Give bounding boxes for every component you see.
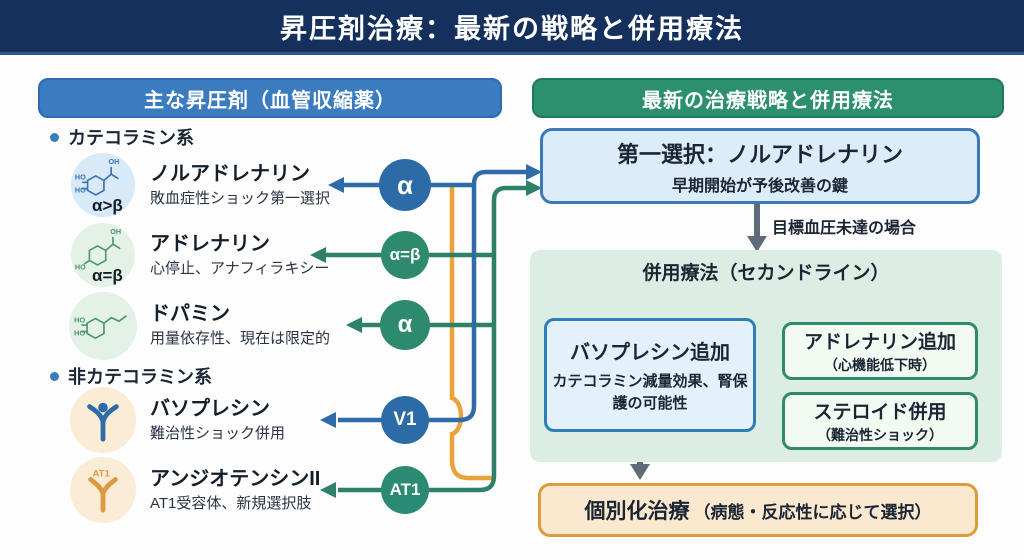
receptor-badge-alpha-dopamine: α: [380, 300, 430, 350]
condition-label: 目標血圧未達の場合: [772, 220, 917, 237]
vasopressin-receptor-badge: [70, 387, 136, 453]
left-panel-header: 主な昇圧剤（血管収縮薬）: [38, 78, 502, 118]
arrowhead-dopamine: [346, 317, 362, 333]
left-panel-header-label: 主な昇圧剤（血管収縮薬）: [144, 89, 396, 112]
vasopressin-add-box: バソプレシン追加 カテコラミン減量効果、腎保護の可能性: [544, 318, 756, 432]
vasopressin-add-desc: カテコラミン減量効果、腎保護の可能性: [552, 372, 748, 412]
group-non-catecholamine-label: 非カテコラミン系: [68, 367, 212, 387]
right-panel-header: 最新の治療戦略と併用療法: [532, 78, 1004, 118]
arrowhead-noradrenaline: [328, 177, 344, 193]
drug-name-adrenaline: アドレナリン: [150, 233, 270, 255]
chem-label-ho: HO: [75, 173, 86, 182]
arrowhead-vasopressin: [320, 412, 336, 428]
dopamine-structure-badge: HO HO: [69, 292, 137, 360]
dopamine-structure-icon: HO HO: [74, 315, 127, 340]
first-choice-subtitle: 早期開始が予後改善の鍵: [671, 177, 848, 195]
chem-label-ho: HO: [75, 263, 86, 272]
group-catecholamine: カテコラミン系: [50, 124, 194, 150]
angiotensin-receptor-badge: AT1: [70, 457, 136, 523]
group-catecholamine-label: カテコラミン系: [68, 128, 194, 148]
receptor-badge-alpha: α: [379, 159, 431, 211]
individualized-box: 個別化治療 （病態・反応性に応じて選択）: [538, 483, 978, 537]
drug-name-dopamine: ドパミン: [150, 303, 230, 325]
page-title: 昇圧剤治療：最新の戦略と併用療法: [280, 13, 744, 44]
drug-desc-noradrenaline: 敗血症性ショック第一選択: [150, 190, 331, 207]
chem-label-ho: HO: [74, 328, 85, 337]
drug-name-noradrenaline: ノルアドレナリン: [150, 163, 310, 185]
drug-name-vasopressin: バソプレシン: [150, 398, 270, 420]
first-choice-box: 第一選択：ノルアドレナリン 早期開始が予後改善の鍵: [540, 128, 980, 204]
adrenaline-add-desc: （心機能低下時）: [824, 357, 936, 373]
arrowhead-angiotensin: [320, 482, 336, 498]
receptor-badge-at1: AT1: [381, 466, 429, 514]
second-line-title: 併用療法（セカンドライン）: [642, 263, 890, 284]
chem-label-oh: OH: [108, 157, 119, 166]
title-bar: 昇圧剤治療：最新の戦略と併用療法: [0, 0, 1024, 55]
drug-name-angiotensin: アンジオテンシンII: [150, 468, 321, 490]
adrenaline-structure-icon: OH HO: [75, 227, 121, 272]
noradrenaline-ratio: α>β: [92, 196, 123, 215]
orange-connector-line: [449, 187, 492, 481]
steroid-title: ステロイド併用: [813, 402, 947, 423]
at1-icon-label: AT1: [92, 469, 110, 480]
noradrenaline-structure-badge: HO HO OH: [71, 153, 135, 217]
drug-desc-angiotensin: AT1受容体、新規選択肢: [150, 495, 312, 512]
noradrenaline-structure-icon: HO HO OH: [75, 157, 119, 196]
adrenaline-add-title: アドレナリン追加: [803, 332, 956, 353]
adrenaline-ratio: α=β: [92, 266, 123, 285]
bullet-icon: [50, 132, 59, 142]
v1-receptor-icon: [87, 402, 119, 442]
adrenaline-add-box: アドレナリン追加 （心機能低下時）: [782, 322, 978, 380]
drug-desc-adrenaline: 心停止、アナフィラキシー: [150, 260, 330, 277]
green-trunk-line: [338, 185, 528, 493]
chem-label-ho: HO: [74, 315, 85, 324]
first-choice-title: 第一選択：ノルアドレナリン: [616, 141, 903, 167]
group-non-catecholamine: 非カテコラミン系: [50, 363, 212, 389]
individualized-title: 個別化治療: [584, 500, 690, 523]
receptor-badge-v1: V1: [381, 396, 429, 444]
bullet-icon: [50, 371, 59, 381]
right-panel-header-label: 最新の治療戦略と併用療法: [642, 89, 894, 112]
receptor-badge-alpha-beta: α=β: [381, 231, 429, 279]
vasopressin-add-title: バソプレシン追加: [570, 341, 730, 364]
steroid-box: ステロイド併用 （難治性ショック）: [782, 392, 978, 450]
drug-desc-vasopressin: 難治性ショック併用: [150, 425, 286, 442]
steroid-desc: （難治性ショック）: [817, 427, 943, 443]
chem-label-oh: OH: [110, 227, 121, 236]
blue-trunk-line: [338, 169, 528, 423]
drug-desc-dopamine: 用量依存性、現在は限定的: [150, 330, 331, 347]
chem-label-ho: HO: [75, 185, 86, 194]
at1-receptor-icon: AT1: [88, 469, 118, 513]
adrenaline-structure-badge: OH HO: [71, 223, 135, 287]
individualized-desc: （病態・反応性に応じて選択）: [693, 502, 932, 522]
